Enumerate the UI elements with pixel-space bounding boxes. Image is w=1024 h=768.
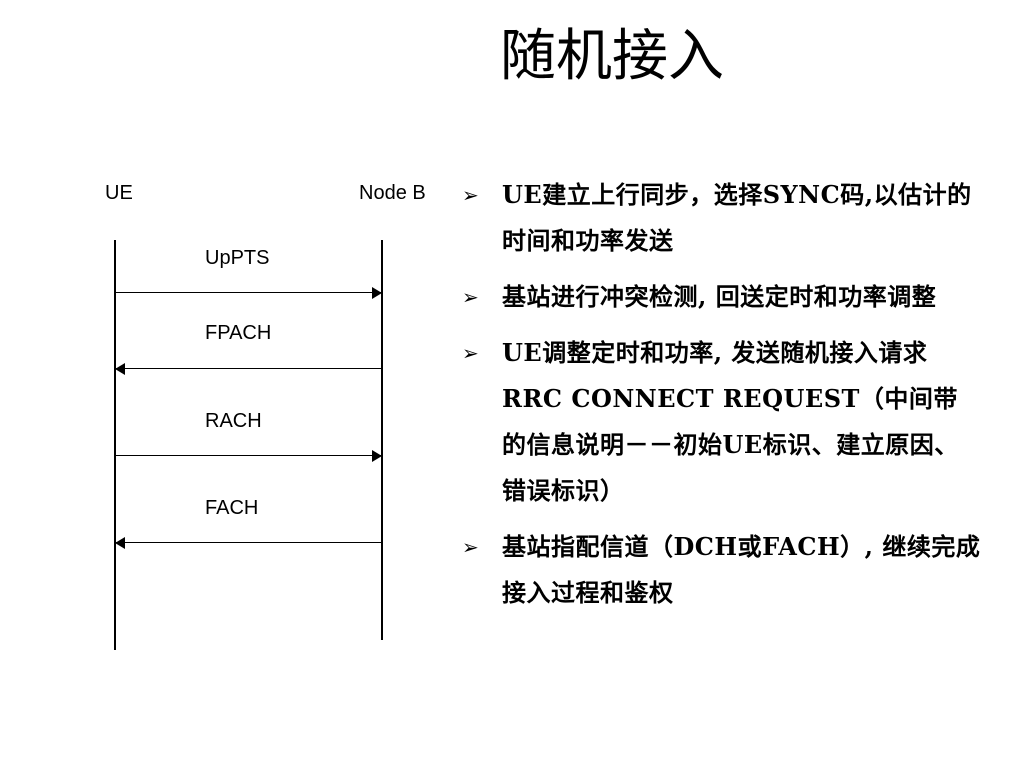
bullet-item: ➢ 基站指配信道（DCH或FACH）, 继续完成接入过程和鉴权 [462,524,982,616]
bullet-item: ➢ 基站进行冲突检测, 回送定时和功率调整 [462,274,982,320]
message-label-fpach: FPACH [205,322,272,344]
nodeb-lifeline [381,240,383,640]
message-arrow-upPTS [115,287,382,299]
message-arrow-fach [115,537,382,549]
arrow-right-icon [372,287,382,299]
arrowhead-bullet-icon: ➢ [462,183,480,207]
arrow-left-icon [115,363,125,375]
bullet-text: 基站进行冲突检测, 回送定时和功率调整 [502,282,937,311]
arrow-left-icon [115,537,125,549]
nodeb-entity-label: Node B [359,182,426,204]
arrow-right-icon [372,450,382,462]
slide-title: 随机接入 [500,24,724,89]
bullet-item: ➢ UE建立上行同步，选择SYNC码,以估计的时间和功率发送 [462,172,982,264]
arrowhead-bullet-icon: ➢ [462,285,480,309]
arrowhead-bullet-icon: ➢ [462,341,480,365]
bullet-text: UE调整定时和功率, 发送随机接入请求RRC CONNECT REQUEST（中… [502,338,959,505]
bullet-list: ➢ UE建立上行同步，选择SYNC码,以估计的时间和功率发送 ➢ 基站进行冲突检… [462,172,982,626]
message-arrow-fpach [115,363,382,375]
message-label-fach: FACH [205,497,259,519]
bullet-text: 基站指配信道（DCH或FACH）, 继续完成接入过程和鉴权 [502,532,981,607]
bullet-text: UE建立上行同步，选择SYNC码,以估计的时间和功率发送 [502,180,972,255]
message-label-upPTS: UpPTS [205,247,270,269]
arrowhead-bullet-icon: ➢ [462,535,480,559]
ue-lifeline [114,240,116,650]
message-label-rach: RACH [205,410,262,432]
message-arrow-rach [115,450,382,462]
bullet-item: ➢ UE调整定时和功率, 发送随机接入请求RRC CONNECT REQUEST… [462,330,982,514]
ue-entity-label: UE [105,182,133,204]
